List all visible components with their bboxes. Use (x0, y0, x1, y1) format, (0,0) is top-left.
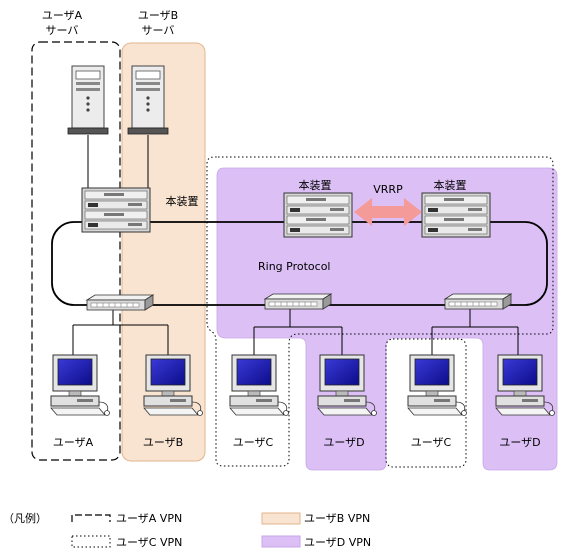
user-label: ユーザC (411, 436, 452, 449)
device-right-icon (421, 192, 491, 238)
user-b-server-icon (127, 65, 169, 135)
user-a-vpn-boundary (31, 41, 121, 461)
core-device-label: 本装置 (166, 194, 199, 208)
legend-user-b-label: ユーザB VPN (304, 512, 370, 525)
device-right-label: 本装置 (434, 178, 467, 192)
user-label: ユーザB (143, 436, 183, 449)
legend-user-b-swatch (261, 512, 301, 525)
legend-user-c-label: ユーザC VPN (116, 536, 182, 549)
pc-user-c-icon (229, 354, 289, 416)
server-a-label: ユーザA (42, 9, 83, 22)
legend-user-a-label: ユーザA VPN (116, 512, 182, 525)
user-label: ユーザD (499, 436, 540, 449)
user-a-server-icon (67, 65, 109, 135)
links (72, 135, 519, 355)
server-a-sublabel: サーバ (46, 24, 79, 37)
pc-user-c2-icon (407, 354, 467, 416)
switch-2-icon (264, 293, 332, 310)
ring-protocol-label: Ring Protocol (258, 260, 330, 273)
user-label: ユーザD (323, 436, 364, 449)
user-d-vpn-zone (216, 167, 558, 471)
legend-user-d-label: ユーザD VPN (304, 536, 371, 549)
switch-3-icon (444, 293, 512, 310)
user-c-vpn-boundary-2 (385, 338, 467, 468)
device-left-label: 本装置 (299, 178, 332, 192)
user-label: ユーザC (233, 436, 274, 449)
user-label: ユーザA (53, 436, 94, 449)
user-c-vpn-boundary (206, 156, 554, 467)
switch-1-icon (86, 294, 154, 311)
server-b-sublabel: サーバ (142, 24, 175, 37)
legend: （凡例） ユーザA VPN ユーザB VPN ユーザC VPN ユーザD VPN (3, 511, 371, 549)
vrrp-arrow-icon (354, 198, 422, 226)
legend-title: （凡例） (3, 511, 47, 525)
legend-user-a-swatch (71, 514, 111, 522)
server-b-label: ユーザB (138, 9, 178, 22)
pc-user-a-icon (50, 354, 110, 416)
legend-user-d-swatch (261, 535, 301, 548)
core-device-icon (81, 187, 151, 233)
device-left-icon (283, 192, 353, 238)
vrrp-label: VRRP (373, 183, 403, 196)
legend-user-c-swatch (71, 535, 111, 548)
